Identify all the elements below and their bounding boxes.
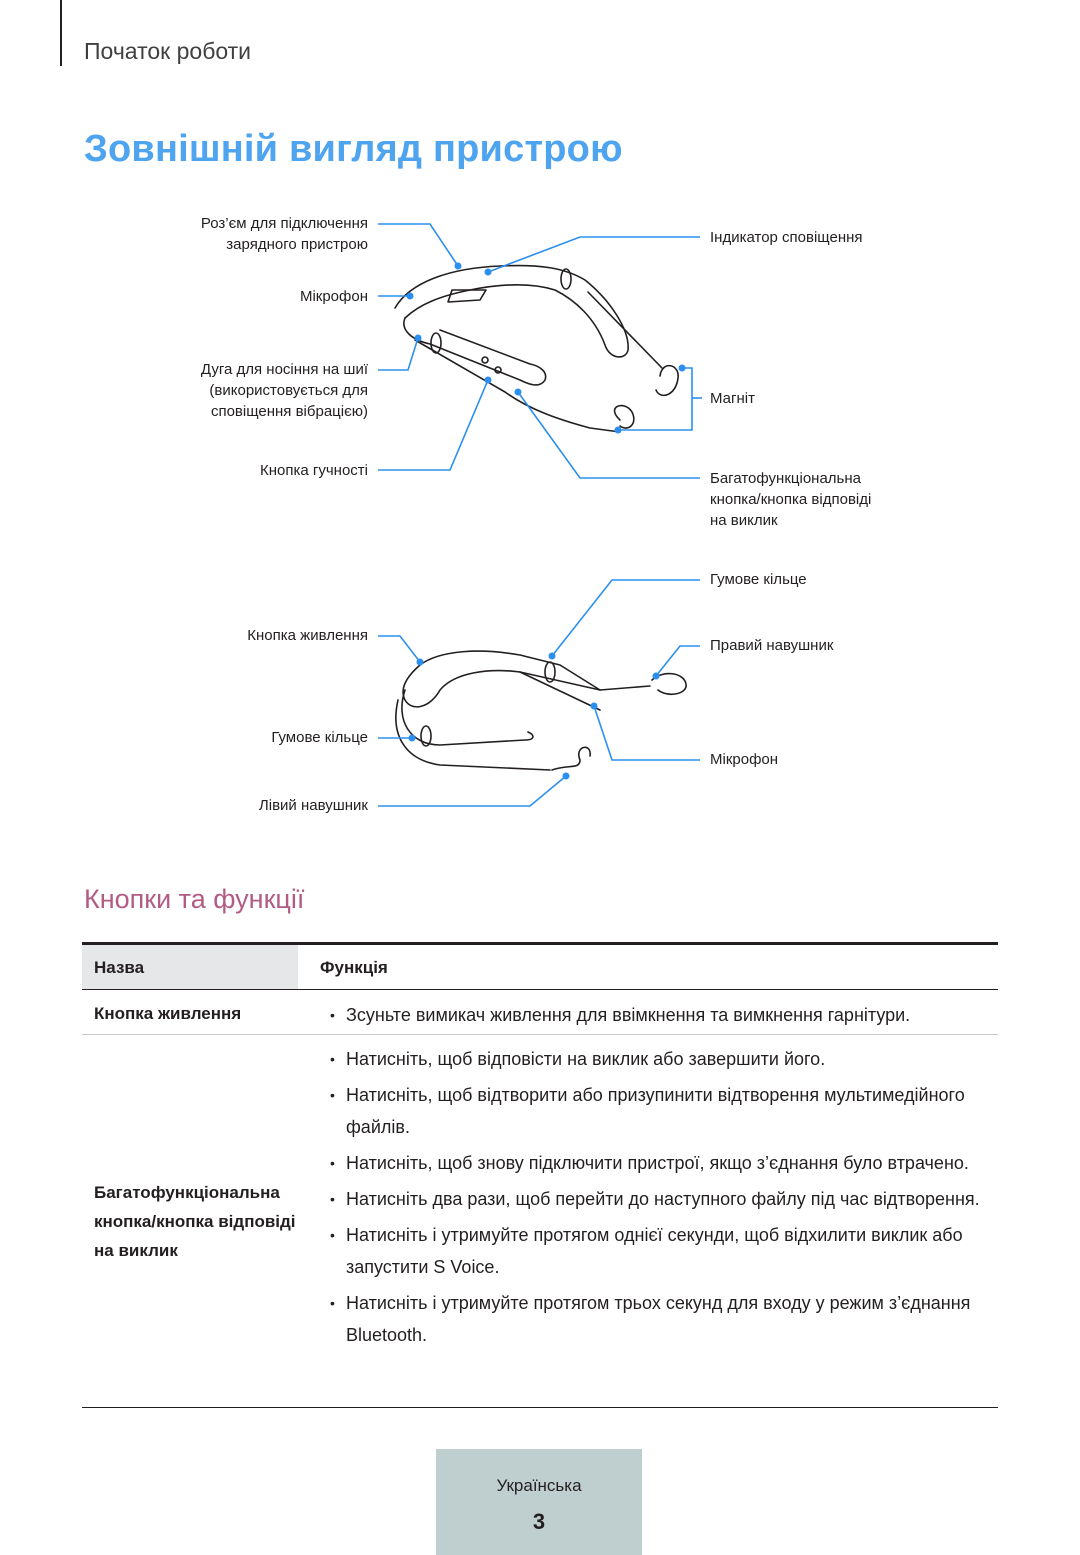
table-row: Кнопка живлення • Зсуньте вимикач живлен… bbox=[82, 990, 998, 1035]
section-title: Кнопки та функції bbox=[84, 884, 305, 914]
chapter-rule bbox=[60, 0, 62, 66]
label-rubber-ring-left: Гумове кільце bbox=[271, 729, 368, 746]
table-top-rule bbox=[82, 942, 998, 945]
callout-indicator bbox=[487, 236, 700, 273]
list-item: • Натисніть і утримуйте протягом трьох с… bbox=[320, 1287, 998, 1351]
callout-magnet bbox=[618, 367, 693, 431]
chapter-title: Початок роботи bbox=[84, 38, 252, 64]
headset-top-illustration bbox=[394, 264, 679, 433]
label-power: Кнопка живлення bbox=[247, 627, 368, 644]
label-left-earbud: Лівий навушник bbox=[258, 797, 368, 814]
callout-power bbox=[378, 635, 421, 663]
bullet: • bbox=[330, 1007, 335, 1023]
list-item: • Натисніть і утримуйте протягом однієї … bbox=[320, 1219, 998, 1283]
bullet: • bbox=[330, 1191, 335, 1207]
label-indicator: Індикатор сповіщення bbox=[710, 229, 863, 246]
callout-multifunction bbox=[517, 391, 700, 479]
callout-volume bbox=[378, 379, 489, 471]
header-function: Функція bbox=[320, 958, 388, 977]
row-name-multifunction: Багатофункціональна кнопка/кнопка відпов… bbox=[94, 1182, 296, 1260]
bullet: • bbox=[330, 1087, 335, 1103]
row-functions: • Зсуньте вимикач живлення для ввімкненн… bbox=[298, 990, 998, 1034]
table-row: Багатофункціональна кнопка/кнопка відпов… bbox=[82, 1035, 998, 1407]
callout-left-earbud bbox=[378, 775, 567, 807]
bullet: • bbox=[330, 1295, 335, 1311]
list-item: • Натисніть, щоб відтворити або призупин… bbox=[320, 1079, 998, 1143]
page-footer: Українська 3 bbox=[436, 1449, 642, 1555]
row-functions: • Натисніть, щоб відповісти на виклик аб… bbox=[298, 1035, 998, 1407]
footer-language: Українська bbox=[496, 1476, 582, 1495]
header-name: Назва bbox=[82, 945, 298, 989]
label-right-earbud: Правий навушник bbox=[710, 637, 834, 654]
label-mic-top: Мікрофон bbox=[299, 288, 368, 305]
callout-mic2 bbox=[593, 705, 700, 761]
list-item: • Натисніть, щоб знову підключити пристр… bbox=[320, 1147, 998, 1179]
callout-charge-port bbox=[378, 223, 459, 267]
callout-right-earbud bbox=[655, 645, 700, 677]
label-volume: Кнопка гучності bbox=[259, 462, 368, 479]
headset-diagram bbox=[378, 223, 702, 807]
label-charge-port: Роз’єм для підключення зарядного пристро… bbox=[200, 215, 368, 253]
label-multifunction: Багатофункціональна кнопка/кнопка відпов… bbox=[710, 470, 872, 529]
label-mic-bottom: Мікрофон bbox=[710, 751, 779, 768]
bullet: • bbox=[330, 1051, 335, 1067]
list-item: • Натисніть два рази, щоб перейти до нас… bbox=[320, 1183, 998, 1215]
bullet: • bbox=[330, 1227, 335, 1243]
page-title: Зовнішній вигляд пристрою bbox=[84, 128, 623, 170]
label-rubber-ring-right: Гумове кільце bbox=[710, 571, 807, 588]
row-name-power: Кнопка живлення bbox=[94, 1004, 242, 1023]
functions-table: Назва Функція Кнопка живлення • Зсуньте … bbox=[82, 942, 998, 1408]
headset-bottom-illustration bbox=[395, 650, 687, 771]
callout-rubber-ring-r bbox=[551, 579, 700, 657]
list-item: • Натисніть, щоб відповісти на виклик аб… bbox=[320, 1043, 998, 1075]
label-neckband: Дуга для носіння на шиї (використовуєтьс… bbox=[200, 361, 368, 420]
page-number: 3 bbox=[532, 1509, 546, 1534]
label-magnet: Магніт bbox=[710, 390, 755, 407]
list-item: • Зсуньте вимикач живлення для ввімкненн… bbox=[320, 999, 998, 1031]
callout-neckband bbox=[378, 337, 419, 371]
bullet: • bbox=[330, 1155, 335, 1171]
table-header: Назва Функція bbox=[82, 945, 998, 990]
table-bottom-rule bbox=[82, 1407, 998, 1408]
